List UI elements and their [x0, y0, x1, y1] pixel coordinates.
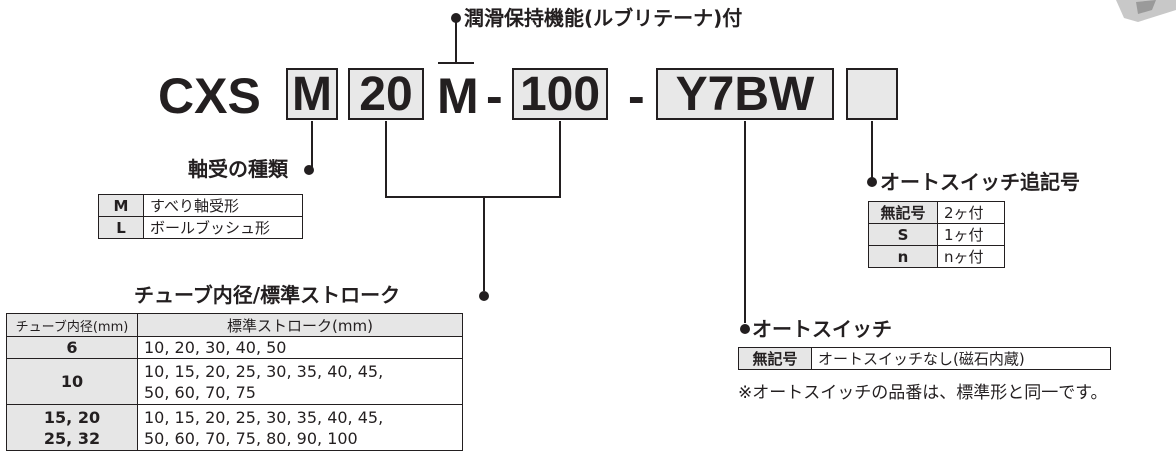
bore-cell: 15, 20 25, 32 — [6, 404, 138, 451]
bore-cell: 6 — [6, 336, 138, 359]
switch-code-cell: 無記号 — [738, 347, 812, 370]
stroke-cell: 10, 15, 20, 25, 30, 35, 40, 45, 50, 60, … — [137, 404, 463, 451]
suffix-code-cell: 無記号 — [868, 201, 938, 224]
stroke-cell: 10, 20, 30, 40, 50 — [137, 336, 463, 359]
bearing-type-table: M すべり軸受形 L ボールブッシュ形 — [98, 194, 303, 239]
bullet-dot — [451, 13, 461, 23]
tube-stroke-title: チューブ内径/標準ストローク — [134, 283, 401, 307]
bearing-type-title: 軸受の種類 — [188, 157, 288, 181]
bearing-code-box: M — [286, 68, 338, 120]
stroke-cell: 10, 15, 20, 25, 30, 35, 40, 45, 50, 60, … — [137, 358, 463, 405]
bearing-desc-cell: すべり軸受形 — [143, 194, 303, 217]
bearing-code-cell: L — [98, 216, 144, 239]
stroke-line: 10, 15, 20, 25, 30, 35, 40, 45, — [144, 361, 384, 381]
table-row: n nヶ付 — [868, 245, 1005, 268]
bearing-code-cell: M — [98, 194, 144, 217]
suffix-desc-cell: 2ヶ付 — [937, 201, 1005, 224]
bullet-dot — [740, 324, 750, 334]
switch-qty-box — [846, 68, 898, 120]
tube-stroke-table: チューブ内径(mm) 標準ストローク(mm) 6 10, 20, 30, 40,… — [6, 313, 463, 451]
suffix-code-cell: n — [868, 245, 938, 268]
switch-suffix-table: 無記号 2ヶ付 S 1ヶ付 n nヶ付 — [868, 201, 1005, 268]
dash-separator-2: - — [628, 68, 645, 124]
bore-code-box: 20 — [348, 68, 424, 120]
bearing-desc-cell: ボールブッシュ形 — [143, 216, 303, 239]
table-row: 6 10, 20, 30, 40, 50 — [6, 336, 463, 359]
product-image-fragment — [1116, 0, 1176, 22]
bullet-dot — [479, 291, 489, 301]
table-row: 15, 20 25, 32 10, 15, 20, 25, 30, 35, 40… — [6, 404, 463, 451]
stroke-line: 50, 60, 70, 75 — [144, 382, 256, 402]
bullet-dot — [304, 165, 314, 175]
bore-line: 15, 20 — [43, 407, 101, 427]
auto-switch-table: 無記号 オートスイッチなし(磁石内蔵) — [738, 347, 1111, 370]
table-row: L ボールブッシュ形 — [98, 216, 303, 239]
stroke-line: 50, 60, 70, 75, 80, 90, 100 — [144, 428, 358, 448]
stroke-line: 10, 15, 20, 25, 30, 35, 40, 45, — [144, 407, 384, 427]
table-row: チューブ内径(mm) 標準ストローク(mm) — [6, 313, 463, 337]
bore-cell: 10 — [6, 358, 138, 405]
suffix-desc-cell: nヶ付 — [937, 245, 1005, 268]
bore-line: 25, 32 — [43, 428, 101, 448]
suffix-desc-cell: 1ヶ付 — [937, 223, 1005, 246]
dash-separator-1: - — [486, 68, 503, 124]
auto-switch-title: オートスイッチ — [752, 317, 892, 341]
switch-desc-cell: オートスイッチなし(磁石内蔵) — [811, 347, 1111, 370]
table-row: 10 10, 15, 20, 25, 30, 35, 40, 45, 50, 6… — [6, 358, 463, 405]
bore-header: チューブ内径(mm) — [6, 313, 138, 337]
table-row: M すべり軸受形 — [98, 194, 303, 217]
model-prefix: CXS — [158, 68, 261, 124]
switch-suffix-title: オートスイッチ追記号 — [880, 170, 1080, 194]
table-row: S 1ヶ付 — [868, 223, 1005, 246]
table-row: 無記号 オートスイッチなし(磁石内蔵) — [738, 347, 1111, 370]
stroke-header: 標準ストローク(mm) — [137, 313, 463, 337]
stroke-code-box: 100 — [512, 68, 608, 120]
switch-note: ※オートスイッチの品番は、標準形と同一です。 — [738, 383, 1108, 403]
suffix-code-cell: S — [868, 223, 938, 246]
table-row: 無記号 2ヶ付 — [868, 201, 1005, 224]
lubrication-option-label: 潤滑保持機能(ルブリテーナ)付 — [464, 6, 743, 30]
switch-code-box: Y7BW — [656, 68, 834, 120]
bullet-dot — [867, 177, 877, 187]
lube-code: M — [437, 68, 479, 124]
